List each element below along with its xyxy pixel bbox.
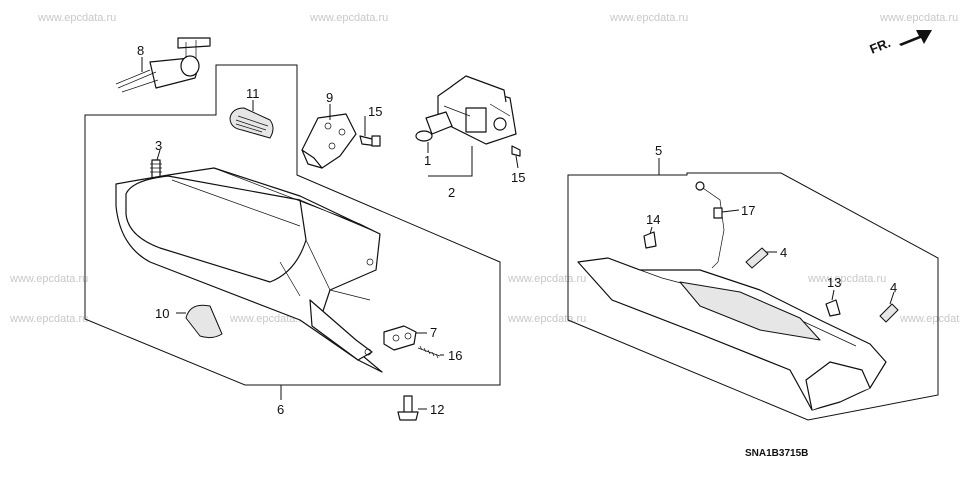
callout-14: 14 bbox=[646, 212, 660, 227]
lower-cover-part bbox=[577, 257, 887, 411]
light-part bbox=[745, 247, 769, 269]
left-assembly-bracket bbox=[84, 64, 501, 386]
light-part bbox=[879, 303, 899, 323]
callout-15-lower: 15 bbox=[511, 170, 525, 185]
watermark: www.epcdata.ru bbox=[507, 273, 586, 285]
callout-4-upper: 4 bbox=[780, 245, 787, 260]
watermark: www.epcdata.ru bbox=[37, 12, 116, 24]
diagram-code: SNA1B3715B bbox=[745, 448, 808, 459]
callout-11: 11 bbox=[246, 86, 260, 101]
clip-part bbox=[643, 231, 657, 249]
watermark-layer: www.epcdata.ru www.epcdata.ru www.epcdat… bbox=[9, 12, 960, 325]
watermark: www.epcdata.ru bbox=[609, 12, 688, 24]
harness-part bbox=[695, 181, 725, 269]
screw-part bbox=[359, 135, 381, 147]
leader-lines bbox=[141, 57, 895, 410]
watermark: www.epcdata.ru bbox=[807, 273, 886, 285]
callout-6: 6 bbox=[277, 402, 284, 417]
watermark: www.epcdata.ru bbox=[879, 12, 958, 24]
screw-part bbox=[511, 145, 521, 157]
right-assembly-bracket bbox=[567, 172, 939, 421]
latch-plate-part bbox=[301, 113, 357, 169]
callout-15-upper: 15 bbox=[368, 104, 382, 119]
hinge-bracket-part bbox=[383, 325, 417, 351]
callout-12: 12 bbox=[430, 402, 444, 417]
front-direction-indicator: FR. bbox=[868, 30, 932, 57]
glove-box-pad-part bbox=[229, 107, 274, 139]
callout-4-lower: 4 bbox=[890, 280, 897, 295]
callout-1: 1 bbox=[424, 153, 431, 168]
watermark: www.epcdata.ru bbox=[9, 273, 88, 285]
bulb-part bbox=[415, 130, 433, 142]
watermark: www.epcdata.ru bbox=[9, 313, 88, 325]
direction-label: FR. bbox=[868, 35, 893, 57]
callout-13: 13 bbox=[827, 275, 841, 290]
callout-8: 8 bbox=[137, 43, 144, 58]
lock-cylinder-part bbox=[115, 37, 211, 93]
callout-16: 16 bbox=[448, 348, 462, 363]
callout-7: 7 bbox=[430, 325, 437, 340]
callout-17: 17 bbox=[741, 203, 755, 218]
front-arrow-icon bbox=[899, 30, 932, 46]
watermark: www.epcdata.ru bbox=[899, 313, 960, 325]
bolt-part bbox=[150, 159, 162, 179]
callout-3: 3 bbox=[155, 138, 162, 153]
callout-5: 5 bbox=[655, 143, 662, 158]
callout-9: 9 bbox=[326, 90, 333, 105]
handle-part bbox=[185, 304, 223, 339]
callout-labels: 8 11 9 15 3 1 2 15 10 7 16 6 12 5 14 17 … bbox=[137, 43, 897, 417]
callout-2: 2 bbox=[448, 185, 455, 200]
watermark: www.epcdata.ru bbox=[507, 313, 586, 325]
callout-10: 10 bbox=[155, 306, 169, 321]
watermark: www.epcdata.ru bbox=[309, 12, 388, 24]
damper-assembly-part bbox=[425, 75, 517, 145]
glove-box-part bbox=[115, 167, 383, 373]
spring-part bbox=[417, 345, 441, 359]
clip-part bbox=[825, 299, 841, 317]
bolt-part bbox=[397, 395, 419, 421]
